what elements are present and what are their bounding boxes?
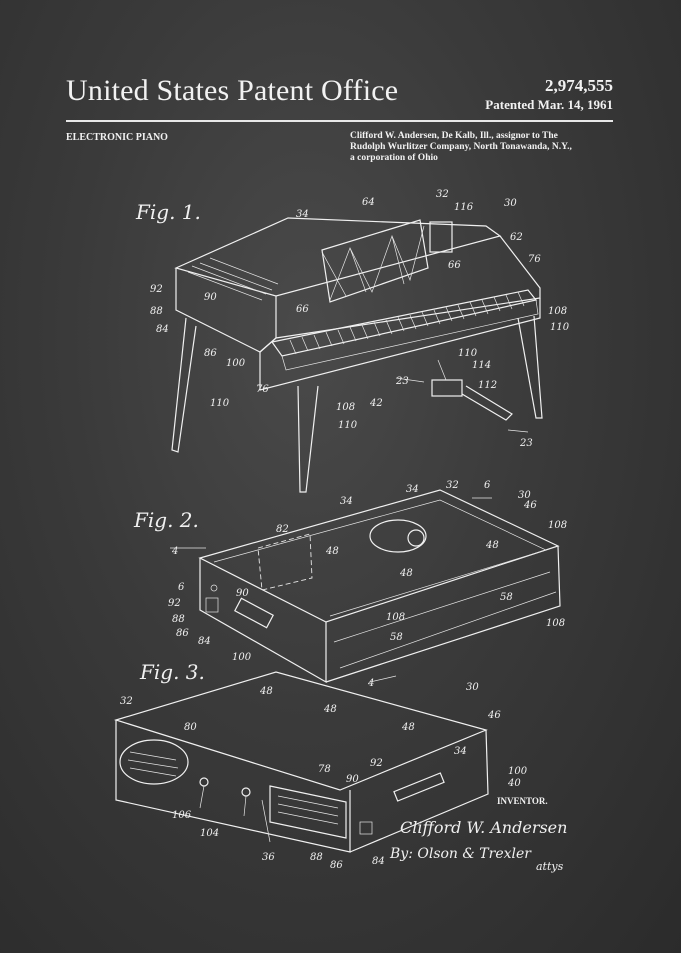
ref-numeral: 76 (528, 254, 541, 265)
ref-numeral: 100 (226, 358, 246, 369)
fig1-keys (289, 291, 525, 355)
ref-numeral: 48 (485, 540, 499, 551)
ref-numeral: 34 (340, 496, 353, 507)
ref-numeral: 32 (436, 189, 449, 200)
ref-numeral: 23 (395, 376, 409, 387)
ref-numeral: 90 (204, 292, 217, 303)
ref-numeral: 30 (466, 682, 479, 693)
ref-numeral: 78 (318, 764, 331, 775)
ref-numeral: 82 (276, 524, 289, 535)
ref-numeral: 80 (184, 722, 197, 733)
ref-numeral: 90 (236, 588, 249, 599)
fig3-case-drawing (113, 671, 489, 853)
fig3-label: Fig. 3. (140, 660, 205, 684)
ref-numeral: 76 (256, 384, 269, 395)
ref-numeral: 86 (176, 628, 189, 639)
ref-numeral: 40 (507, 778, 521, 789)
attys-signature: attys (536, 860, 564, 873)
assignee-block: Clifford W. Andersen, De Kalb, Ill., ass… (350, 131, 615, 164)
ref-numeral: 48 (259, 686, 273, 697)
assignee-line: Rudolph Wurlitzer Company, North Tonawan… (350, 142, 572, 152)
ref-numeral: 116 (454, 202, 474, 213)
ref-numeral: 100 (232, 652, 252, 663)
fig3-reference-numerals: 32 48 48 30 46 80 48 34 78 92 100 40 90 … (120, 682, 528, 871)
ref-numeral: 108 (336, 402, 355, 413)
ref-numeral: 88 (150, 306, 163, 317)
patent-date: Patented Mar. 14, 1961 (485, 97, 613, 112)
assignee-line: Clifford W. Andersen, De Kalb, Ill., ass… (350, 131, 558, 141)
ref-numeral: 34 (406, 484, 419, 495)
inventor-label: INVENTOR. (497, 796, 548, 806)
ref-numeral: 104 (200, 828, 219, 839)
ref-numeral: 48 (399, 568, 413, 579)
ref-numeral: 92 (168, 598, 181, 609)
ref-numeral: 58 (390, 632, 403, 643)
fig1-reference-numerals: 34 64 32 116 30 62 76 92 90 88 84 66 66 … (150, 189, 570, 449)
inventor-signature: Clifford W. Andersen (400, 818, 568, 837)
ref-numeral: 64 (362, 197, 375, 208)
ref-numeral: 36 (262, 852, 275, 863)
ref-numeral: 34 (454, 746, 467, 757)
ref-numeral: 48 (401, 722, 415, 733)
fig2-case-drawing (170, 489, 561, 684)
ref-numeral: 48 (323, 704, 337, 715)
ref-numeral: 110 (550, 322, 570, 333)
ref-numeral: 62 (510, 232, 523, 243)
ref-numeral: 32 (446, 480, 459, 491)
ref-numeral: 112 (478, 380, 497, 391)
ref-numeral: 42 (369, 398, 383, 409)
invention-title: ELECTRONIC PIANO (66, 132, 168, 143)
fig2-label: Fig. 2. (134, 508, 199, 532)
ref-numeral: 32 (120, 696, 133, 707)
ref-numeral: 58 (500, 592, 513, 603)
ref-numeral: 90 (346, 774, 359, 785)
fig1-label: Fig. 1. (136, 200, 201, 224)
ref-numeral: 46 (523, 500, 537, 511)
ref-numeral: 110 (210, 398, 230, 409)
ref-numeral: 108 (548, 520, 567, 531)
ref-numeral: 66 (448, 260, 461, 271)
header-rule (66, 120, 613, 122)
ref-numeral: 34 (296, 209, 309, 220)
fig2-reference-numerals: 34 34 32 6 30 46 108 82 48 48 48 4 6 92 … (168, 480, 567, 689)
ref-numeral: 110 (458, 348, 478, 359)
ref-numeral: 88 (310, 852, 323, 863)
ref-numeral: 106 (172, 810, 192, 821)
fig1-piano-drawing (171, 217, 543, 493)
ref-numeral: 100 (508, 766, 528, 777)
ref-numeral: 46 (487, 710, 501, 721)
ref-numeral: 30 (518, 490, 531, 501)
ref-numeral: 110 (338, 420, 358, 431)
ref-numeral: 4 (171, 546, 178, 557)
ref-numeral: 108 (386, 612, 405, 623)
ref-numeral: 86 (330, 860, 343, 871)
ref-numeral: 23 (519, 438, 533, 449)
ref-numeral: 86 (204, 348, 217, 359)
ref-numeral: 48 (325, 546, 339, 557)
patent-number: 2,974,555 (545, 76, 613, 95)
office-title: United States Patent Office (66, 74, 399, 107)
ref-numeral: 30 (504, 198, 517, 209)
ref-numeral: 6 (178, 582, 185, 593)
ref-numeral: 6 (484, 480, 491, 491)
ref-numeral: 84 (372, 856, 385, 867)
ref-numeral: 114 (472, 360, 491, 371)
assignee-line: a corporation of Ohio (350, 153, 438, 163)
ref-numeral: 66 (296, 304, 309, 315)
ref-numeral: 92 (150, 284, 163, 295)
attorney-signature: By: Olson & Trexler (390, 846, 531, 862)
ref-numeral: 108 (546, 618, 565, 629)
ref-numeral: 92 (370, 758, 383, 769)
ref-numeral: 84 (198, 636, 211, 647)
ref-numeral: 84 (156, 324, 169, 335)
ref-numeral: 4 (367, 678, 374, 689)
ref-numeral: 88 (172, 614, 185, 625)
ref-numeral: 108 (548, 306, 567, 317)
